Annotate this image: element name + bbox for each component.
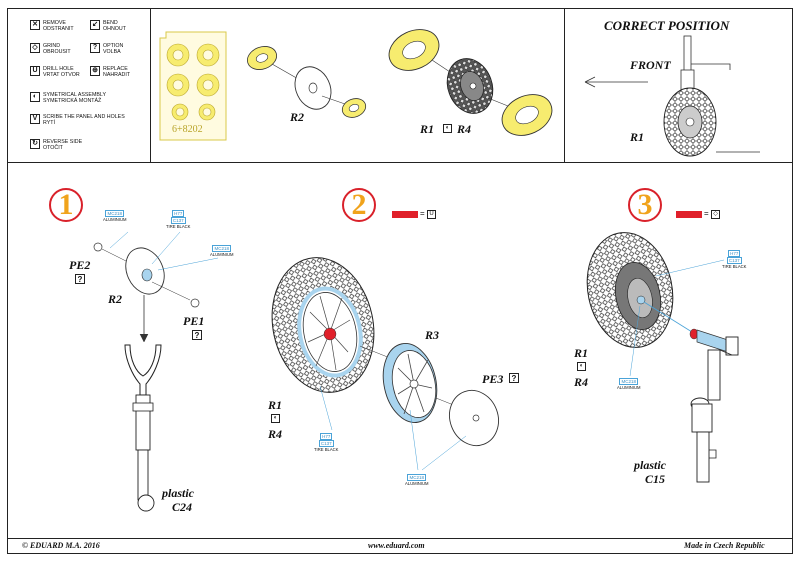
top-label-r4: R4 (457, 122, 472, 136)
option-icon: ? (75, 274, 85, 284)
option-icon: ? (90, 43, 100, 53)
step-1-number: 1 (49, 188, 83, 222)
step2-equals: = (420, 209, 425, 218)
step1-label-part: C24 (172, 500, 193, 514)
symmetric-icon: ◐ (271, 414, 280, 423)
mask-code: 6+8202 (172, 124, 203, 135)
remove-icon: ✕ (30, 20, 40, 30)
correct-position-title: CORRECT POSITION (604, 18, 730, 33)
option-icon: ? (192, 330, 202, 340)
option-icon: ? (509, 373, 519, 383)
top-label-r2: R2 (290, 110, 305, 124)
footer-website[interactable]: www.eduard.com (368, 541, 425, 550)
step2-drawing (271, 257, 499, 471)
step3-label-plastic: plastic (634, 458, 666, 472)
step-2-number: 2 (342, 188, 376, 222)
drill-icon: U (427, 210, 436, 219)
front-label: FRONT (630, 58, 671, 72)
correct-position-drawing (584, 35, 760, 157)
step1-label-plastic: plastic (162, 486, 194, 500)
step3-label-part: C15 (645, 472, 666, 486)
step3-label-r1: R1 (574, 346, 589, 360)
step3-label-r4: R4 (574, 375, 589, 389)
step2-label-r1: R1 (268, 398, 283, 412)
step3-red-swatch (676, 211, 702, 218)
symmetric-icon: ◐ (30, 92, 40, 102)
step3-equals: = (704, 209, 709, 218)
replace-icon: ⊕ (90, 66, 100, 76)
step1-drawing (93, 231, 219, 512)
divider-correct (564, 8, 565, 162)
footer-copyright: © EDUARD M.A. 2016 (22, 541, 100, 550)
step1-label-pe2: PE2 (69, 258, 91, 272)
divider-top (7, 162, 793, 163)
divider-footer (7, 538, 793, 539)
step1-label-pe1: PE1 (183, 314, 205, 328)
bend-icon: ↙ (90, 20, 100, 30)
sheet-frame (7, 8, 793, 554)
top-r2-exploded (247, 46, 367, 118)
step3-drawing (586, 232, 739, 483)
scribe-icon: V (30, 114, 40, 124)
top-r1-exploded (388, 29, 553, 136)
step1-label-r2: R2 (108, 292, 123, 306)
reverse-icon: ↻ (30, 139, 40, 149)
mask-sheet (159, 31, 227, 141)
correct-part-label: R1 (630, 130, 645, 144)
grind-icon: ◇ (30, 43, 40, 53)
grind-icon: ◇ (711, 210, 720, 219)
step2-label-pe3: PE3 (482, 372, 504, 386)
footer-origin: Made in Czech Republic (684, 541, 765, 550)
symmetric-icon: ◐ (443, 124, 452, 133)
top-label-r1: R1 (420, 122, 435, 136)
divider-legend (150, 8, 151, 162)
step-3-number: 3 (628, 188, 662, 222)
symmetric-icon: ◐ (577, 362, 586, 371)
step2-label-r4: R4 (268, 427, 283, 441)
drill-icon: U (30, 66, 40, 76)
step2-red-swatch (392, 211, 418, 218)
step2-label-r3: R3 (425, 328, 440, 342)
